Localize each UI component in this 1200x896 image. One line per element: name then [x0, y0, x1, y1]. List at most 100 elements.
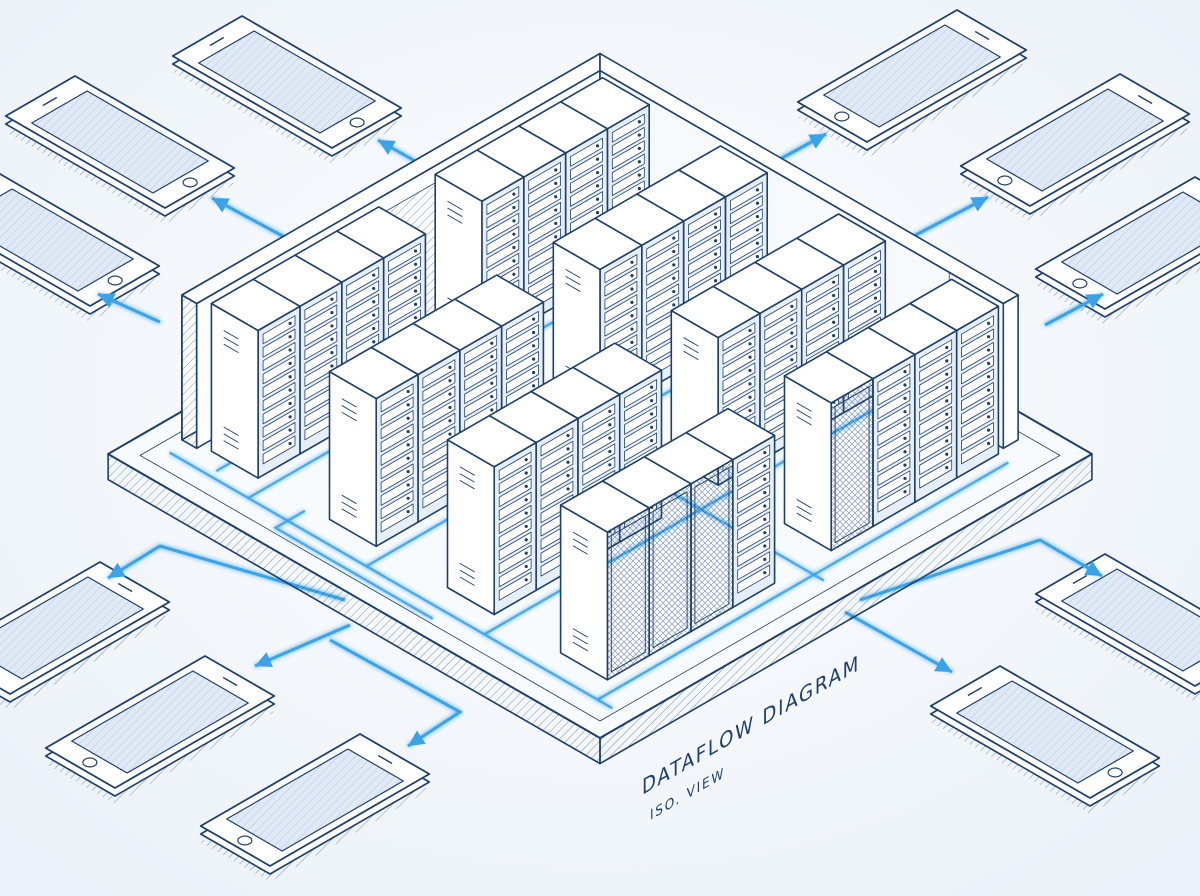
- server-rack: [909, 278, 1000, 479]
- arrowhead-icon: [98, 293, 116, 308]
- drive-bay: [961, 422, 994, 452]
- drive-led: [406, 429, 410, 434]
- drive-led: [713, 225, 718, 229]
- drive-led: [755, 214, 760, 219]
- drive-bay: [380, 503, 414, 533]
- drive-led: [986, 348, 991, 352]
- drive-led: [531, 317, 536, 321]
- drive-bay: [380, 450, 414, 480]
- vent-slot: [459, 480, 475, 490]
- drive-bay: [262, 381, 296, 411]
- vent-slot: [459, 569, 475, 580]
- drive-led: [873, 296, 878, 300]
- drive-led: [832, 307, 836, 311]
- drive-bay: [961, 355, 994, 385]
- drive-bay: [961, 408, 994, 438]
- drive-bay: [688, 219, 721, 249]
- mobile-phone: [171, 15, 403, 164]
- drive-led: [406, 403, 410, 407]
- drive-bay: [722, 322, 756, 352]
- arrow-line: [844, 610, 953, 674]
- back-wall-end: [1002, 294, 1019, 450]
- drive-bay: [346, 307, 380, 337]
- mobile-phone: [0, 561, 171, 710]
- mesh-door: [652, 491, 688, 649]
- phone-screen-reflection: [956, 681, 1134, 783]
- drive-bay: [262, 341, 296, 371]
- drive-led: [524, 578, 528, 582]
- home-button: [182, 177, 198, 188]
- arrow-line: [107, 544, 346, 602]
- vent-slot: [341, 411, 357, 422]
- drive-bay: [688, 259, 721, 289]
- drive-led: [945, 359, 949, 363]
- drive-led: [755, 201, 760, 205]
- speaker-grille: [42, 96, 58, 107]
- vent-slot: [572, 538, 588, 548]
- drive-bay: [304, 304, 338, 334]
- drive-bay: [730, 181, 763, 211]
- drive-led: [630, 287, 634, 291]
- phone-screen-reflection: [1061, 569, 1200, 671]
- drive-led: [637, 173, 641, 177]
- vent-slot: [572, 635, 588, 645]
- drive-bay: [961, 315, 994, 345]
- drive-led: [372, 286, 376, 291]
- drive-led: [524, 524, 528, 529]
- drive-bay: [262, 328, 296, 358]
- vent-slot: [572, 641, 588, 652]
- vent-slot: [796, 512, 812, 522]
- mesh-door: [834, 386, 870, 544]
- drive-led: [524, 484, 528, 488]
- drive-bay: [737, 511, 771, 541]
- drive-led: [490, 368, 494, 372]
- drive-bay: [722, 349, 756, 379]
- server-rack: [559, 480, 651, 681]
- drive-led: [490, 395, 494, 399]
- drive-bay: [486, 199, 520, 229]
- phone-screen-reflection: [823, 25, 1001, 127]
- drive-led: [490, 341, 494, 345]
- drive-led: [330, 310, 334, 315]
- server-racks: [210, 76, 1000, 681]
- drive-led: [945, 439, 949, 443]
- drive-led: [672, 289, 676, 294]
- vent-slot: [223, 433, 239, 443]
- drive-led: [650, 385, 654, 389]
- drive-led: [763, 571, 767, 575]
- drive-led: [790, 331, 794, 335]
- drive-led: [330, 324, 334, 328]
- drive-led: [763, 557, 767, 561]
- drive-led: [986, 401, 991, 406]
- arrowhead-icon: [378, 140, 396, 155]
- mesh-door: [694, 467, 730, 624]
- drive-led: [524, 551, 528, 555]
- drive-led: [903, 450, 907, 454]
- mobile-devices: [0, 9, 1200, 882]
- drive-led: [748, 382, 752, 386]
- drive-bay: [848, 303, 881, 333]
- drive-led: [945, 425, 949, 430]
- rack-end-panel: [328, 370, 378, 548]
- drive-bay: [961, 435, 994, 465]
- drive-bay: [346, 280, 380, 310]
- drive-led: [986, 388, 991, 392]
- rack-top: [552, 217, 643, 271]
- drive-bay: [722, 375, 756, 405]
- rack-top: [783, 350, 874, 404]
- drive-bay: [646, 256, 680, 286]
- drive-led: [748, 368, 752, 373]
- drive-led: [448, 365, 452, 369]
- drive-bay: [730, 221, 763, 251]
- arrowhead-icon: [408, 730, 426, 746]
- dataflow-arrow: [859, 538, 1103, 602]
- drive-bay: [528, 228, 561, 258]
- vent-slot: [796, 416, 812, 426]
- drive-bay: [380, 436, 414, 466]
- drive-bay: [422, 399, 456, 429]
- drive-led: [630, 274, 634, 278]
- drive-led: [608, 423, 612, 427]
- drive-bay: [737, 497, 771, 527]
- drive-led: [512, 245, 516, 250]
- drive-bay: [388, 282, 421, 312]
